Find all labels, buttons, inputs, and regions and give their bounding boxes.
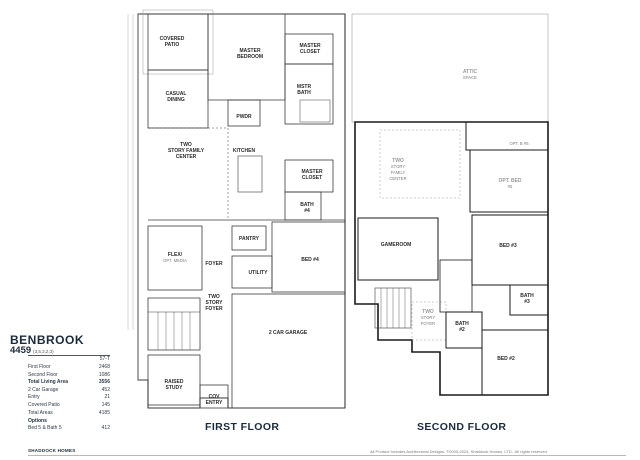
- spec-row: 2 Car Garage 452: [28, 387, 110, 395]
- room-attic-space: ATTIC: [463, 69, 478, 75]
- room-covered-patio-2: PATIO: [165, 42, 180, 48]
- room-two-story-foyer: TWO: [208, 294, 220, 300]
- option-row: Bed 5 & Bath 5 412: [28, 425, 110, 433]
- spec-row: Second Floor 1086: [28, 372, 110, 380]
- room-master-closet-lower-2: CLOSET: [302, 175, 322, 181]
- room-opt-bed-5-2: #5: [508, 184, 513, 189]
- spec-label: 2 Car Garage: [28, 386, 59, 393]
- room-open-family: TWO: [392, 158, 404, 164]
- spec-row: Covered Patio 145: [28, 402, 110, 410]
- spec-value: 1086: [98, 371, 110, 378]
- room-gameroom: GAMEROOM: [381, 242, 412, 248]
- spec-row: First Floor 2468: [28, 363, 110, 372]
- first-floor-labels: COVERED PATIO MASTER BEDROOM MASTER CLOS…: [160, 36, 323, 406]
- room-bath-4: BATH: [300, 202, 314, 208]
- room-open-foyer-2: STORY: [421, 315, 435, 320]
- spec-value: 2468: [98, 364, 110, 370]
- room-casual-dining: CASUAL: [166, 91, 187, 97]
- spec-row: Entry 21: [28, 394, 110, 402]
- room-two-story-foyer-2: STORY: [206, 300, 224, 306]
- spec-label: Total Areas: [28, 409, 53, 416]
- room-master-closet-lower: MASTER: [301, 169, 323, 175]
- option-value: 412: [101, 425, 110, 432]
- room-bed-2: BED #2: [497, 356, 515, 362]
- room-bath-2-2: #2: [459, 327, 465, 333]
- room-bath-2: BATH: [455, 321, 469, 327]
- room-master-closet-2: CLOSET: [300, 49, 320, 55]
- room-garage: 2 CAR GARAGE: [269, 330, 308, 336]
- spec-label: Total Living Area: [28, 379, 69, 386]
- room-bath-3: BATH: [520, 293, 534, 299]
- room-open-family-3: FAMILY: [391, 170, 406, 175]
- room-open-foyer: TWO: [422, 309, 434, 315]
- second-floor-labels: ATTIC SPACE OPT. B #5 TWO STORY FAMILY C…: [381, 69, 534, 362]
- room-raised-study: RAISED: [165, 379, 184, 385]
- plan-number: 4459: [10, 345, 32, 356]
- room-open-family-4: CENTER: [389, 176, 406, 181]
- room-bath-3-2: #3: [524, 299, 530, 305]
- room-master-bedroom-2: BEDROOM: [237, 54, 263, 60]
- spec-value: 21: [104, 394, 110, 401]
- room-master-bedroom: MASTER: [239, 48, 261, 54]
- room-master-closet: MASTER: [299, 43, 321, 49]
- first-floor-plan: [127, 9, 346, 409]
- room-kitchen: KITCHEN: [233, 148, 256, 154]
- spec-value: 452: [101, 386, 110, 393]
- room-utility: UTILITY: [249, 270, 269, 276]
- room-covered-patio: COVERED: [160, 36, 185, 42]
- spec-label: First Floor: [28, 364, 51, 370]
- spec-label: Entry: [28, 394, 40, 401]
- room-bed-3: BED #3: [499, 243, 517, 249]
- spec-label: Covered Patio: [28, 401, 60, 408]
- option-label: Bed 5 & Bath 5: [28, 425, 62, 432]
- legal-notice: All Product Includes Architectural Desig…: [370, 449, 548, 454]
- room-open-family-2: STORY: [391, 164, 405, 169]
- room-foyer: FOYER: [205, 261, 223, 267]
- room-two-story-foyer-3: FOYER: [205, 306, 223, 312]
- plan-name: BENBROOK: [10, 333, 85, 347]
- room-bed-4: BED #4: [301, 257, 319, 263]
- second-floor-plan: [351, 13, 549, 396]
- brand-name: SHADDOCK HOMES: [28, 448, 76, 453]
- room-pantry: PANTRY: [239, 236, 260, 242]
- spec-value: 4185: [98, 409, 110, 416]
- room-mstr-bath-2: BATH: [297, 90, 311, 96]
- option-rows: Bed 5 & Bath 5 412: [28, 425, 110, 433]
- room-flex: FLEX/: [168, 252, 183, 258]
- plan-style: 57-T: [99, 356, 110, 362]
- room-pwdr: PWDR: [236, 114, 252, 120]
- room-family-2: STORY FAMILY: [168, 148, 205, 154]
- options-title: Options: [28, 418, 47, 425]
- room-mstr-bath: MSTR: [297, 84, 312, 90]
- second-floor-title: SECOND FLOOR: [417, 421, 507, 433]
- footer-divider: [28, 455, 626, 456]
- plan-code: (3,5,3,2,3): [33, 349, 54, 354]
- plan-style-row: 57-T: [28, 356, 110, 363]
- room-family-3: CENTER: [176, 154, 197, 160]
- plan-number-line: 4459(3,5,3,2,3): [10, 345, 54, 356]
- room-opt-bath-5: OPT. B #5: [509, 141, 529, 146]
- spec-row: Total Living Area 3556: [28, 379, 110, 387]
- room-bath-4-2: #4: [304, 208, 310, 214]
- room-cov-entry: COV: [209, 394, 221, 400]
- spec-value: 3556: [98, 379, 110, 386]
- room-casual-dining-2: DINING: [167, 97, 185, 103]
- spec-label: Second Floor: [28, 371, 58, 378]
- room-family: TWO: [180, 142, 192, 148]
- spec-value: 145: [101, 401, 110, 408]
- room-flex-2: OPT. MEDIA: [163, 258, 187, 263]
- first-floor-title: FIRST FLOOR: [205, 421, 280, 433]
- room-raised-study-2: STUDY: [166, 385, 184, 391]
- spec-row: Total Areas 4185: [28, 410, 110, 418]
- room-opt-bed-5: OPT. BED: [498, 178, 521, 184]
- room-open-foyer-3: FOYER: [421, 321, 435, 326]
- room-attic-space-2: SPACE: [463, 75, 477, 80]
- room-cov-entry-2: ENTRY: [206, 400, 223, 406]
